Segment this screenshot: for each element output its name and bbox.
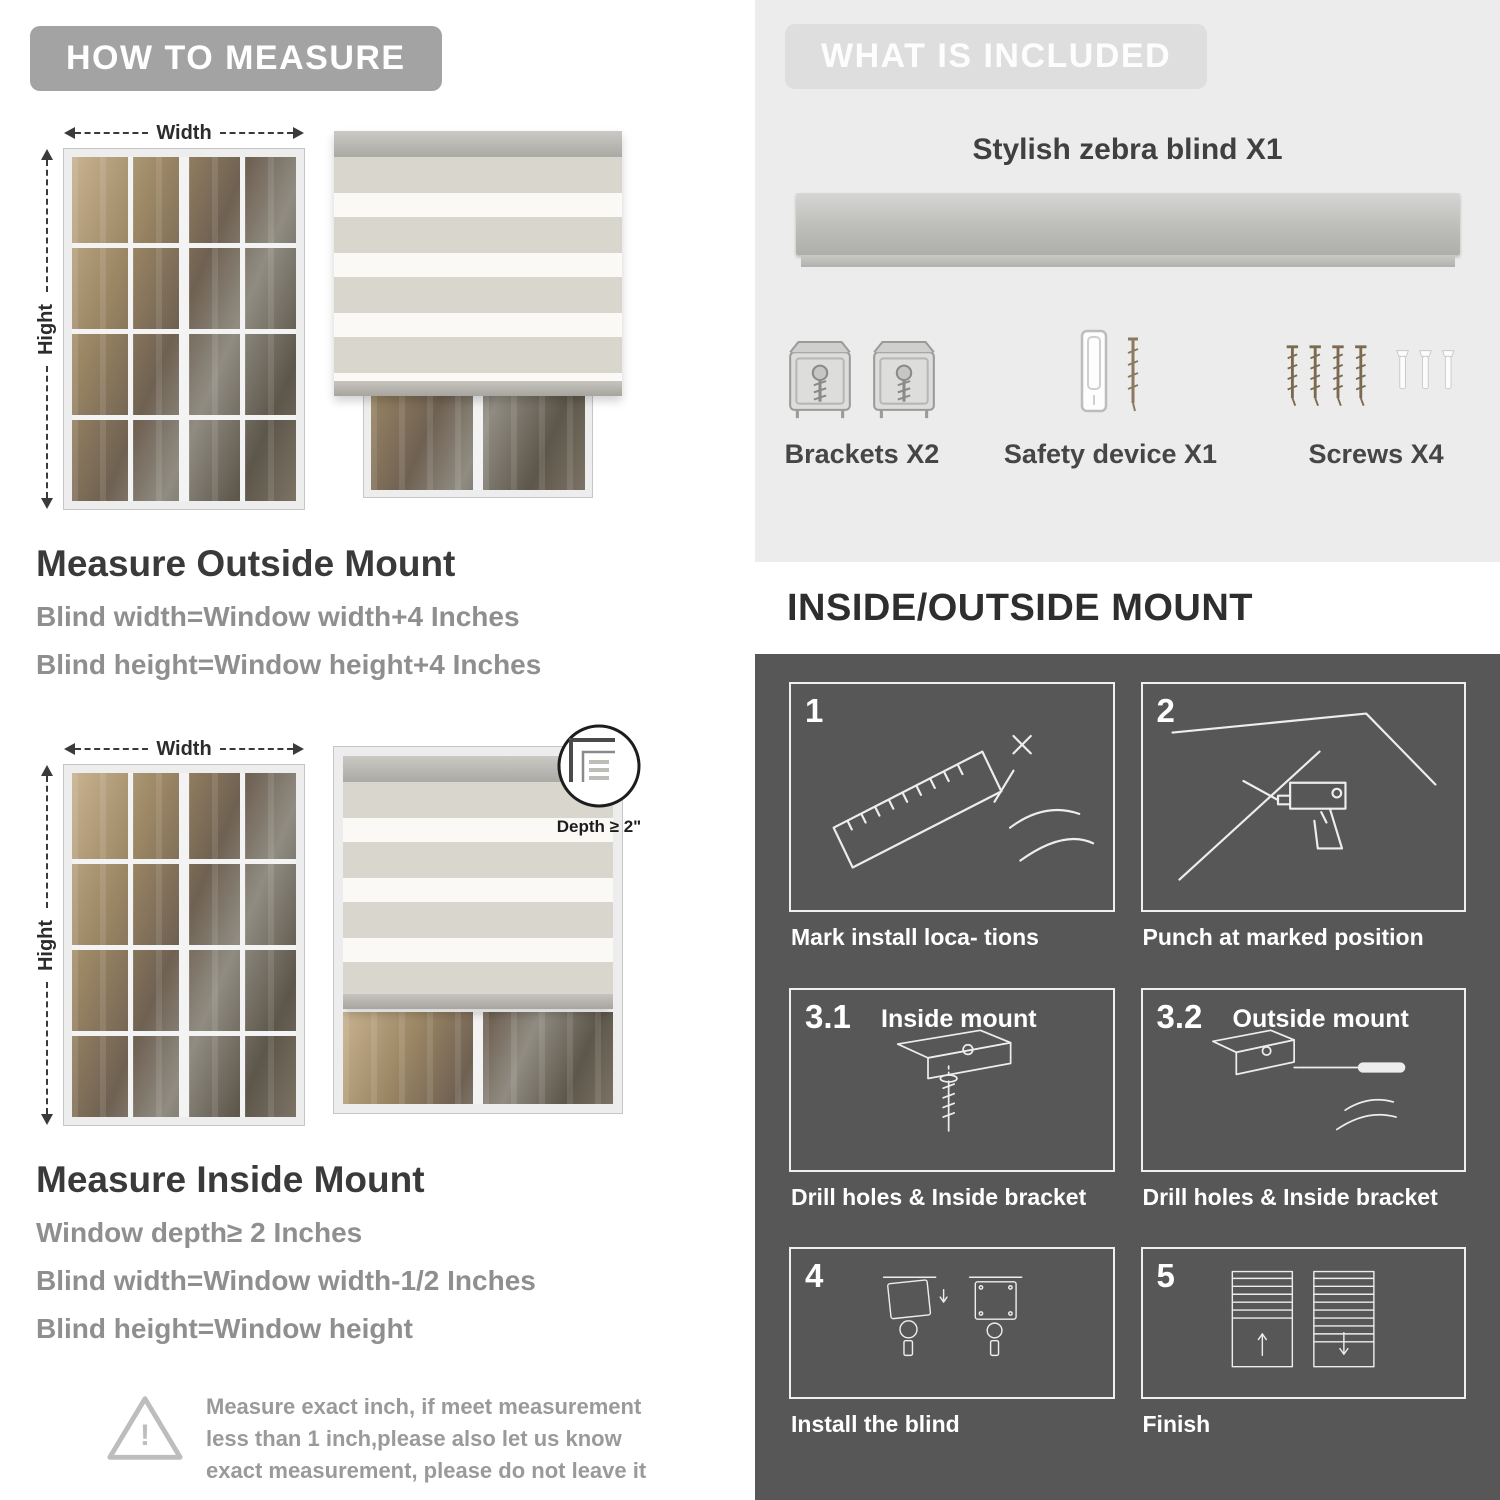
step-number: 5: [1156, 1257, 1175, 1295]
width-dimension-arrow: Width: [64, 737, 305, 761]
width-label: Width: [156, 737, 212, 760]
step-caption: Drill holes & Inside bracket: [791, 1183, 1087, 1210]
bracket-icon: [788, 340, 852, 420]
warning-triangle-icon: !: [104, 1391, 186, 1470]
mount-step-4: 4 Install the blind: [789, 1247, 1115, 1439]
width-dimension-arrow: Width: [64, 121, 305, 145]
inside-outside-mount-header: INSIDE/OUTSIDE MOUNT: [755, 562, 1500, 654]
mount-step-3-1: 3.1 Inside mount Drill holes: [789, 987, 1115, 1212]
safety-device-label: Safety device X1: [1003, 439, 1218, 469]
how-to-measure-title: HOW TO MEASURE: [66, 39, 406, 77]
inside-mount-line: Blind height=Window height: [36, 1313, 413, 1344]
mount-step-2: 2 Punch at marked position: [1140, 682, 1466, 952]
arrow-up-icon: [41, 765, 53, 776]
zebra-blind-outside-illustration: [334, 131, 622, 497]
how-to-measure-section: HOW TO MEASURE Width Hight: [30, 26, 755, 1487]
step-number: 4: [805, 1257, 824, 1295]
step-5-illustration: [1231, 1270, 1375, 1368]
bracket-icon: [872, 340, 936, 420]
step-tag: Inside mount: [881, 1004, 1037, 1033]
brackets-label: Brackets X2: [784, 439, 940, 469]
arrow-down-icon: [41, 498, 53, 509]
mount-section-title: INSIDE/OUTSIDE MOUNT: [787, 586, 1254, 629]
step-3-1-illustration: [896, 1029, 1012, 1133]
arrow-left-icon: [64, 127, 75, 139]
height-dimension-arrow: Hight: [34, 149, 60, 509]
screws-label: Screws X4: [1308, 439, 1444, 469]
included-item-screws: Screws X4: [1281, 319, 1471, 470]
step-number: 3.2: [1156, 997, 1203, 1035]
window-illustration: [64, 765, 304, 1125]
included-item-brackets: Brackets X2: [784, 319, 940, 470]
mount-steps-section: 1 Mark install loca- tions 2: [755, 654, 1500, 1500]
zebra-blind-headrail-illustration: [795, 193, 1460, 267]
outside-mount-line: Blind width=Window width+4 Inches: [36, 601, 520, 632]
outside-mount-line: Blind height=Window height+4 Inches: [36, 649, 542, 680]
height-label: Hight: [35, 303, 58, 355]
what-is-included-title: WHAT IS INCLUDED: [821, 37, 1172, 75]
step-caption: Finish: [1142, 1411, 1211, 1438]
step-3-2-illustration: [1212, 1029, 1406, 1131]
screws-icon: [1285, 345, 1455, 408]
mount-step-1: 1 Mark install loca- tions: [789, 682, 1115, 952]
window-illustration: [64, 149, 304, 509]
mount-steps-grid: 1 Mark install loca- tions 2: [789, 682, 1466, 1439]
inside-mount-figure: Width Hight: [34, 724, 755, 1125]
arrow-down-icon: [41, 1114, 53, 1125]
step-caption: Mark install loca- tions: [791, 924, 1039, 950]
safety-device-icon: [1081, 329, 1139, 413]
mount-step-3-2: 3.2 Outside mount Drill hole: [1140, 987, 1466, 1212]
what-is-included-header: WHAT IS INCLUDED: [785, 24, 1208, 89]
note-text: Measure exact inch, if meet measurement …: [206, 1394, 647, 1483]
step-number: 2: [1156, 692, 1175, 729]
step-2-illustration: [1171, 712, 1437, 881]
zebra-shade: [334, 131, 622, 396]
arrow-right-icon: [293, 127, 305, 139]
arrow-left-icon: [64, 743, 75, 755]
what-is-included-section: WHAT IS INCLUDED Stylish zebra blind X1: [755, 0, 1500, 562]
step-tag: Outside mount: [1232, 1004, 1409, 1033]
arrow-up-icon: [41, 149, 53, 160]
height-label: Hight: [35, 919, 58, 971]
step-4-illustration: [882, 1276, 1023, 1357]
included-item-safety-device: Safety device X1: [1004, 319, 1217, 470]
inside-mount-title: Measure Inside Mount: [36, 1159, 425, 1200]
exclamation-mark: !: [140, 1419, 150, 1452]
included-items-row: Brackets X2 Safety device X1: [755, 319, 1500, 470]
depth-callout: Depth ≥ 2": [541, 722, 657, 837]
outside-mount-title: Measure Outside Mount: [36, 543, 456, 584]
window-with-dimensions: Width Hight: [34, 737, 305, 1125]
depth-label: Depth ≥ 2": [556, 817, 642, 836]
step-caption: Drill holes & Inside bracket: [1142, 1183, 1438, 1210]
outside-mount-figure: Width Hight: [34, 121, 755, 509]
mount-step-5: 5 Finish: [1140, 1247, 1466, 1439]
height-dimension-arrow: Hight: [34, 765, 60, 1125]
step-number: 3.1: [805, 997, 851, 1035]
inside-mount-line: Window depth≥ 2 Inches: [36, 1217, 363, 1248]
depth-zoom-circle-icon: [557, 724, 641, 808]
step-number: 1: [805, 692, 824, 729]
window-with-dimensions: Width Hight: [34, 121, 305, 509]
zebra-blind-inside-illustration: Depth ≥ 2": [334, 724, 641, 1113]
step-caption: Install the blind: [791, 1411, 960, 1438]
measurement-note: ! Measure exact inch, if meet measuremen…: [104, 1391, 664, 1487]
step-caption: Punch at marked position: [1142, 924, 1424, 950]
arrow-right-icon: [293, 743, 305, 755]
how-to-measure-header: HOW TO MEASURE: [30, 26, 442, 91]
inside-mount-line: Blind width=Window width-1/2 Inches: [36, 1265, 536, 1296]
step-1-illustration: [832, 734, 1094, 869]
product-label: Stylish zebra blind X1: [972, 133, 1283, 166]
width-label: Width: [156, 121, 212, 144]
